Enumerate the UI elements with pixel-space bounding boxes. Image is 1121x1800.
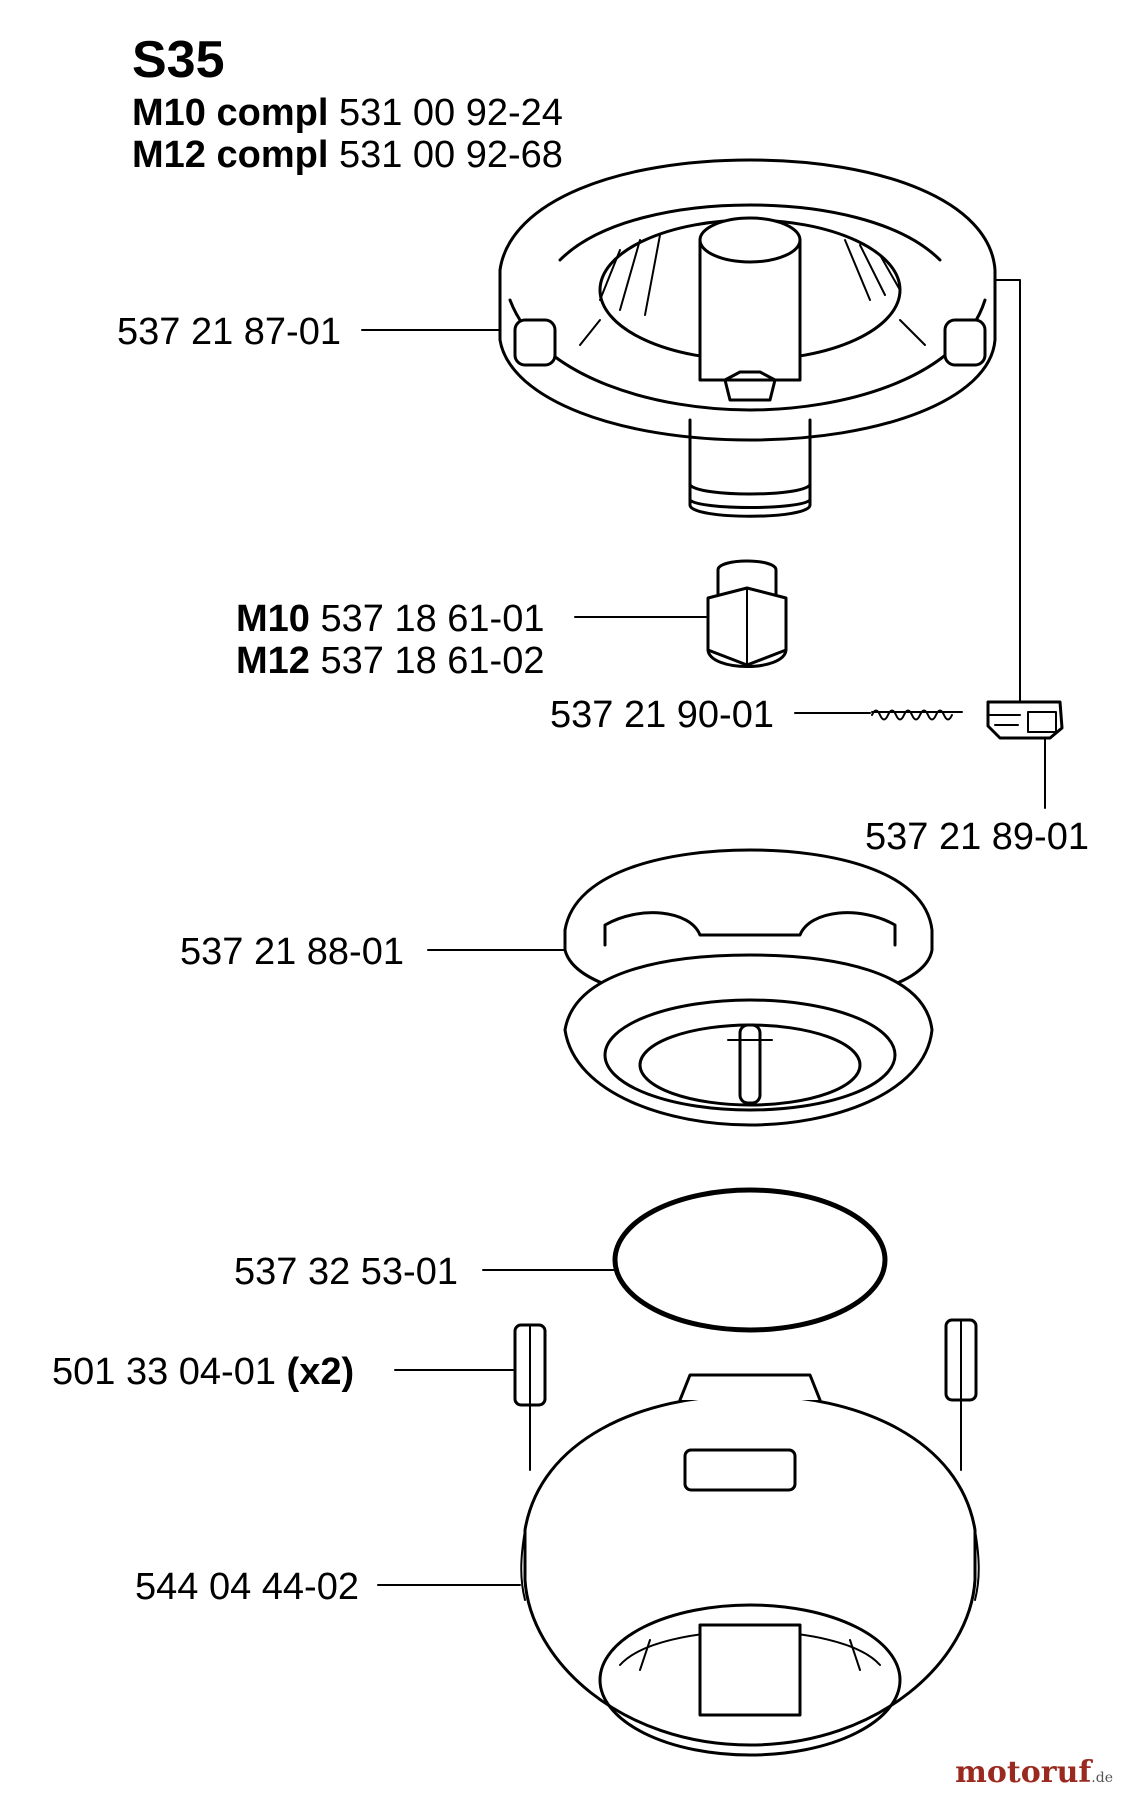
o-ring-drawing	[612, 1187, 888, 1333]
nut-part-number: 537 18 61-02	[320, 640, 545, 682]
cover-drawing	[498, 158, 997, 518]
callout-cover: 537 21 87-01	[117, 311, 341, 353]
nut-model: M10	[236, 598, 310, 640]
watermark-brand: motoruf	[955, 1755, 1092, 1790]
callout-nut-m10: M10 537 18 61-01	[236, 600, 544, 638]
kit-line-m12: M12 compl 531 00 92-68	[132, 134, 563, 177]
nut-part-number: 537 18 61-01	[320, 598, 545, 640]
kit-part-number: 531 00 92-68	[338, 134, 563, 176]
diagram-title: S35	[132, 31, 225, 89]
kit-part-number: 531 00 92-24	[338, 92, 563, 134]
callout-eyelet: 501 33 04-01 (x2)	[52, 1353, 354, 1391]
nut-model: M12	[236, 640, 310, 682]
spool-drawing	[563, 848, 934, 1127]
callout-housing: 544 04 44-02	[135, 1566, 359, 1608]
watermark-logo: motoruf.de	[955, 1755, 1113, 1790]
kit-model: M10 compl	[132, 92, 329, 134]
callout-spring: 537 21 90-01	[550, 694, 774, 736]
housing-drawing	[520, 1373, 980, 1757]
callout-nut-m12: M12 537 18 61-02	[236, 642, 544, 680]
latch-drawing	[986, 700, 1064, 740]
callout-latch: 537 21 89-01	[865, 816, 1089, 858]
callout-spool: 537 21 88-01	[180, 931, 404, 973]
spring-drawing	[871, 709, 963, 721]
callout-o-ring: 537 32 53-01	[234, 1251, 458, 1293]
eyelet-quantity: (x2)	[286, 1351, 355, 1393]
kit-line-m10: M10 compl 531 00 92-24	[132, 92, 563, 135]
eyelet-part-number: 501 33 04-01	[52, 1351, 276, 1393]
nut-drawing	[706, 559, 788, 668]
watermark-suffix: .de	[1091, 1770, 1113, 1786]
eyelet-drawing	[513, 1318, 978, 1407]
kit-model: M12 compl	[132, 134, 329, 176]
